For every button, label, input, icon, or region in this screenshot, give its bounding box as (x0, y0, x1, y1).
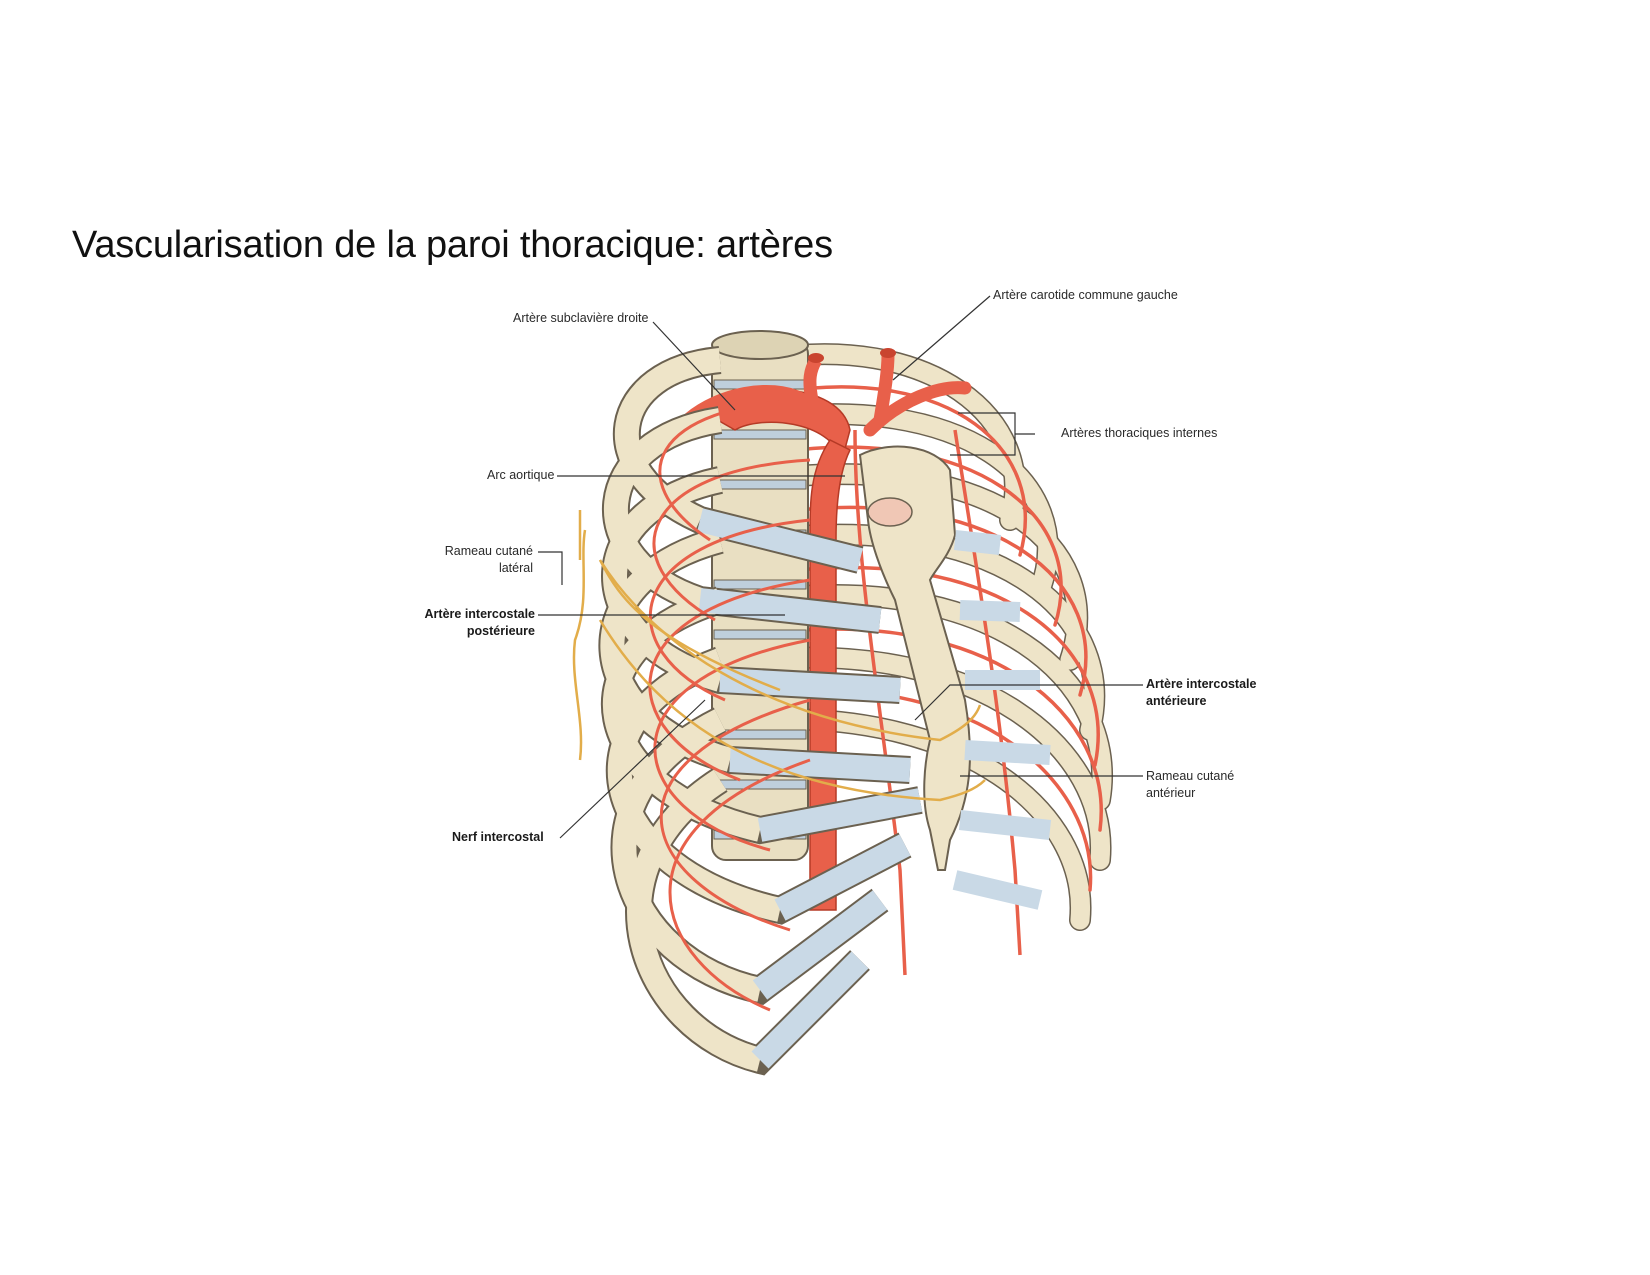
label-intercostal-nerve: Nerf intercostal (452, 830, 544, 844)
label-lateral-cutaneous-branch: Rameau cutané latéral (440, 543, 533, 577)
intercostal-arteries (648, 398, 811, 1012)
label-line: Rameau cutané (1146, 769, 1235, 783)
sternum (858, 445, 971, 871)
label-anterior-cutaneous-branch: Rameau cutané antérieur (1146, 768, 1234, 802)
label-left-common-carotid-artery: Artère carotide commune gauche (993, 288, 1178, 302)
label-line: latéral (498, 561, 533, 575)
label-posterior-intercostal-artery: Artère intercostale postérieure (418, 606, 535, 640)
label-aortic-arch: Arc aortique (487, 468, 555, 482)
label-line: Artère intercostale (424, 607, 535, 621)
label-line: Artère intercostale (1146, 677, 1257, 691)
label-line: Rameau cutané (444, 544, 533, 558)
label-anterior-intercostal-artery: Artère intercostale antérieure (1146, 676, 1256, 710)
leader-lines (538, 295, 1143, 839)
label-right-subclavian-artery: Artère subclavière droite (513, 311, 649, 325)
label-line: antérieur (1146, 786, 1196, 800)
label-line: antérieure (1146, 694, 1207, 708)
slide-title: Vascularisation de la paroi thoracique: … (72, 224, 833, 266)
label-internal-thoracic-arteries: Artères thoraciques internes (1061, 426, 1218, 440)
label-line: postérieure (466, 624, 535, 638)
intercostal-nerves (572, 510, 986, 802)
